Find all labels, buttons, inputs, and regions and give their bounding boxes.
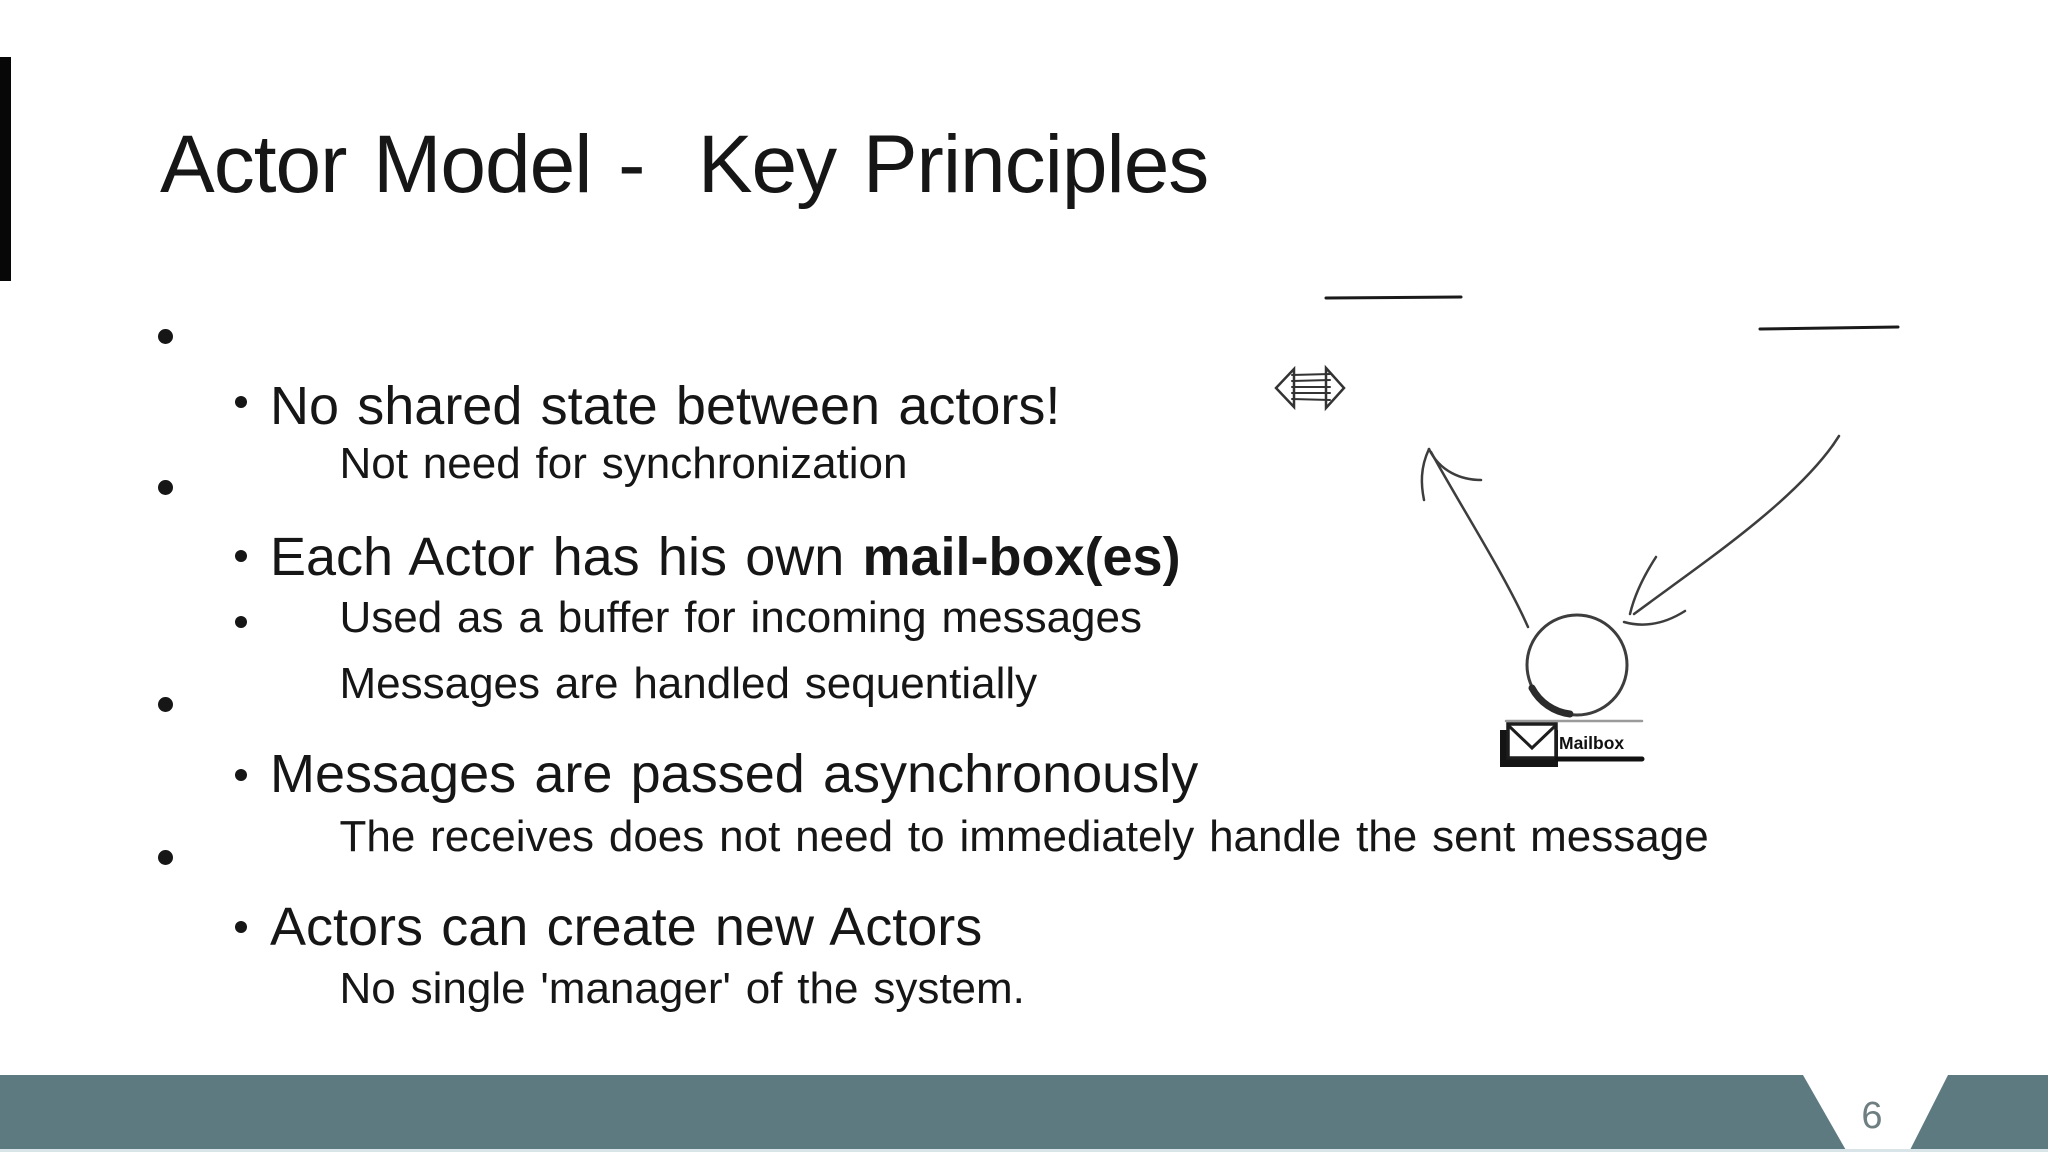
bullet-dot xyxy=(235,396,247,408)
bullet-dot xyxy=(235,769,247,781)
mailbox-label: Mailbox xyxy=(1559,733,1624,753)
bullet-text: Each Actor has his own xyxy=(269,526,863,587)
sub-bullet-no-sync: Not need for synchronization xyxy=(235,385,908,543)
bullet-async: Messages are passed asynchronously xyxy=(158,677,1198,871)
bullet-mailboxes: Each Actor has his own mail-box(es) xyxy=(158,460,1181,654)
bullet-text: Used as a buffer for incoming messages xyxy=(339,592,1143,642)
bullet-dot xyxy=(158,480,173,495)
bullet-dot xyxy=(235,550,247,562)
label-line-right xyxy=(1758,325,1900,331)
bullet-dot xyxy=(158,329,173,344)
sub-bullet-no-manager: No single 'manager' of the system. xyxy=(235,910,1025,1068)
sub-bullet-sequential: Messages are handled sequentially xyxy=(235,605,1037,763)
slide-title: Actor Model - Key Principles xyxy=(160,119,1209,210)
bullet-dot xyxy=(235,921,247,933)
sub-bullet-buffer: Used as a buffer for incoming messages xyxy=(235,539,1142,697)
label-line-left xyxy=(1324,295,1463,300)
bullet-dot xyxy=(158,850,173,865)
bullet-text-bold: mail-box(es) xyxy=(862,526,1181,587)
arrow-down-left-icon xyxy=(1622,434,1841,626)
footer-bottom-line xyxy=(0,1149,2048,1152)
envelope-flap xyxy=(1508,725,1556,751)
bullet-dot xyxy=(158,697,173,712)
bullet-create-actors: Actors can create new Actors xyxy=(158,830,982,1024)
sub-bullet-receiver: The receives does not need to immediatel… xyxy=(235,758,1709,916)
page-number: 6 xyxy=(1861,1095,1883,1137)
accent-bar xyxy=(0,57,11,281)
bullet-dot xyxy=(235,616,247,628)
bullet-text: Actors can create new Actors xyxy=(269,896,983,957)
footer-bar xyxy=(0,1075,1847,1152)
bullet-text: Messages are passed asynchronously xyxy=(269,743,1199,804)
bullet-no-shared-state: No shared state between actors! xyxy=(158,309,1060,503)
bullet-text: The receives does not need to immediatel… xyxy=(339,811,1709,861)
bullet-text: No single 'manager' of the system. xyxy=(339,963,1025,1013)
bullet-text: Not need for synchronization xyxy=(339,438,908,488)
actor-circle xyxy=(1525,613,1629,718)
envelope-icon xyxy=(1506,722,1558,760)
bullet-text: No shared state between actors! xyxy=(269,375,1061,436)
resize-horizontal-icon xyxy=(1274,364,1346,412)
mailbox: Mailbox xyxy=(1500,719,1645,767)
bullet-text: Messages are handled sequentially xyxy=(339,658,1038,708)
arrow-up-left-icon xyxy=(1420,447,1530,629)
